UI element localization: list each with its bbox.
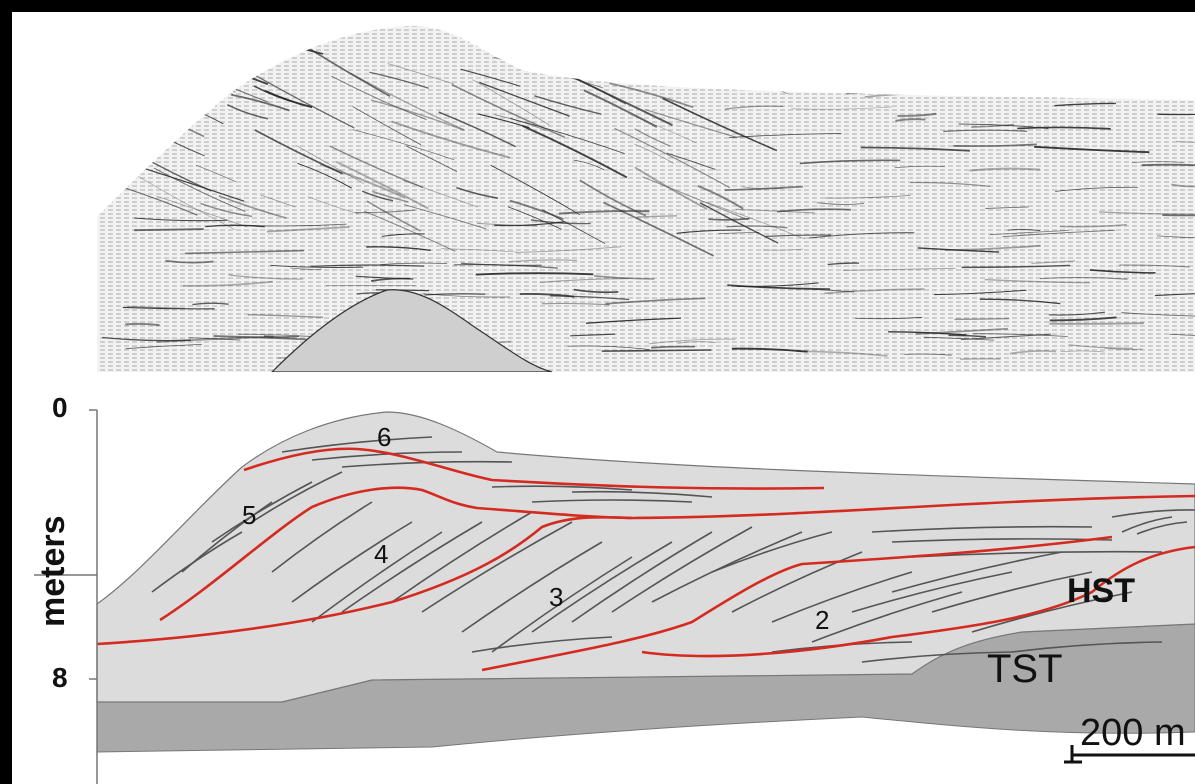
hst-label: HST xyxy=(1067,572,1135,611)
unit-label-2: 2 xyxy=(815,605,829,636)
figure-canvas: 0 8 meters 6 5 4 3 2 HST TST 200 m xyxy=(12,12,1195,784)
tst-label: TST xyxy=(987,647,1063,692)
unit-label-4: 4 xyxy=(374,539,388,570)
axis-tick-0: 0 xyxy=(52,392,68,424)
unit-label-6: 6 xyxy=(377,422,391,453)
axis-unit-label: meters xyxy=(34,515,73,627)
unit-label-3: 3 xyxy=(549,582,563,613)
scale-bar-label: 200 m xyxy=(1080,712,1186,755)
axis-tick-8: 8 xyxy=(52,662,68,694)
unit-label-5: 5 xyxy=(242,500,256,531)
